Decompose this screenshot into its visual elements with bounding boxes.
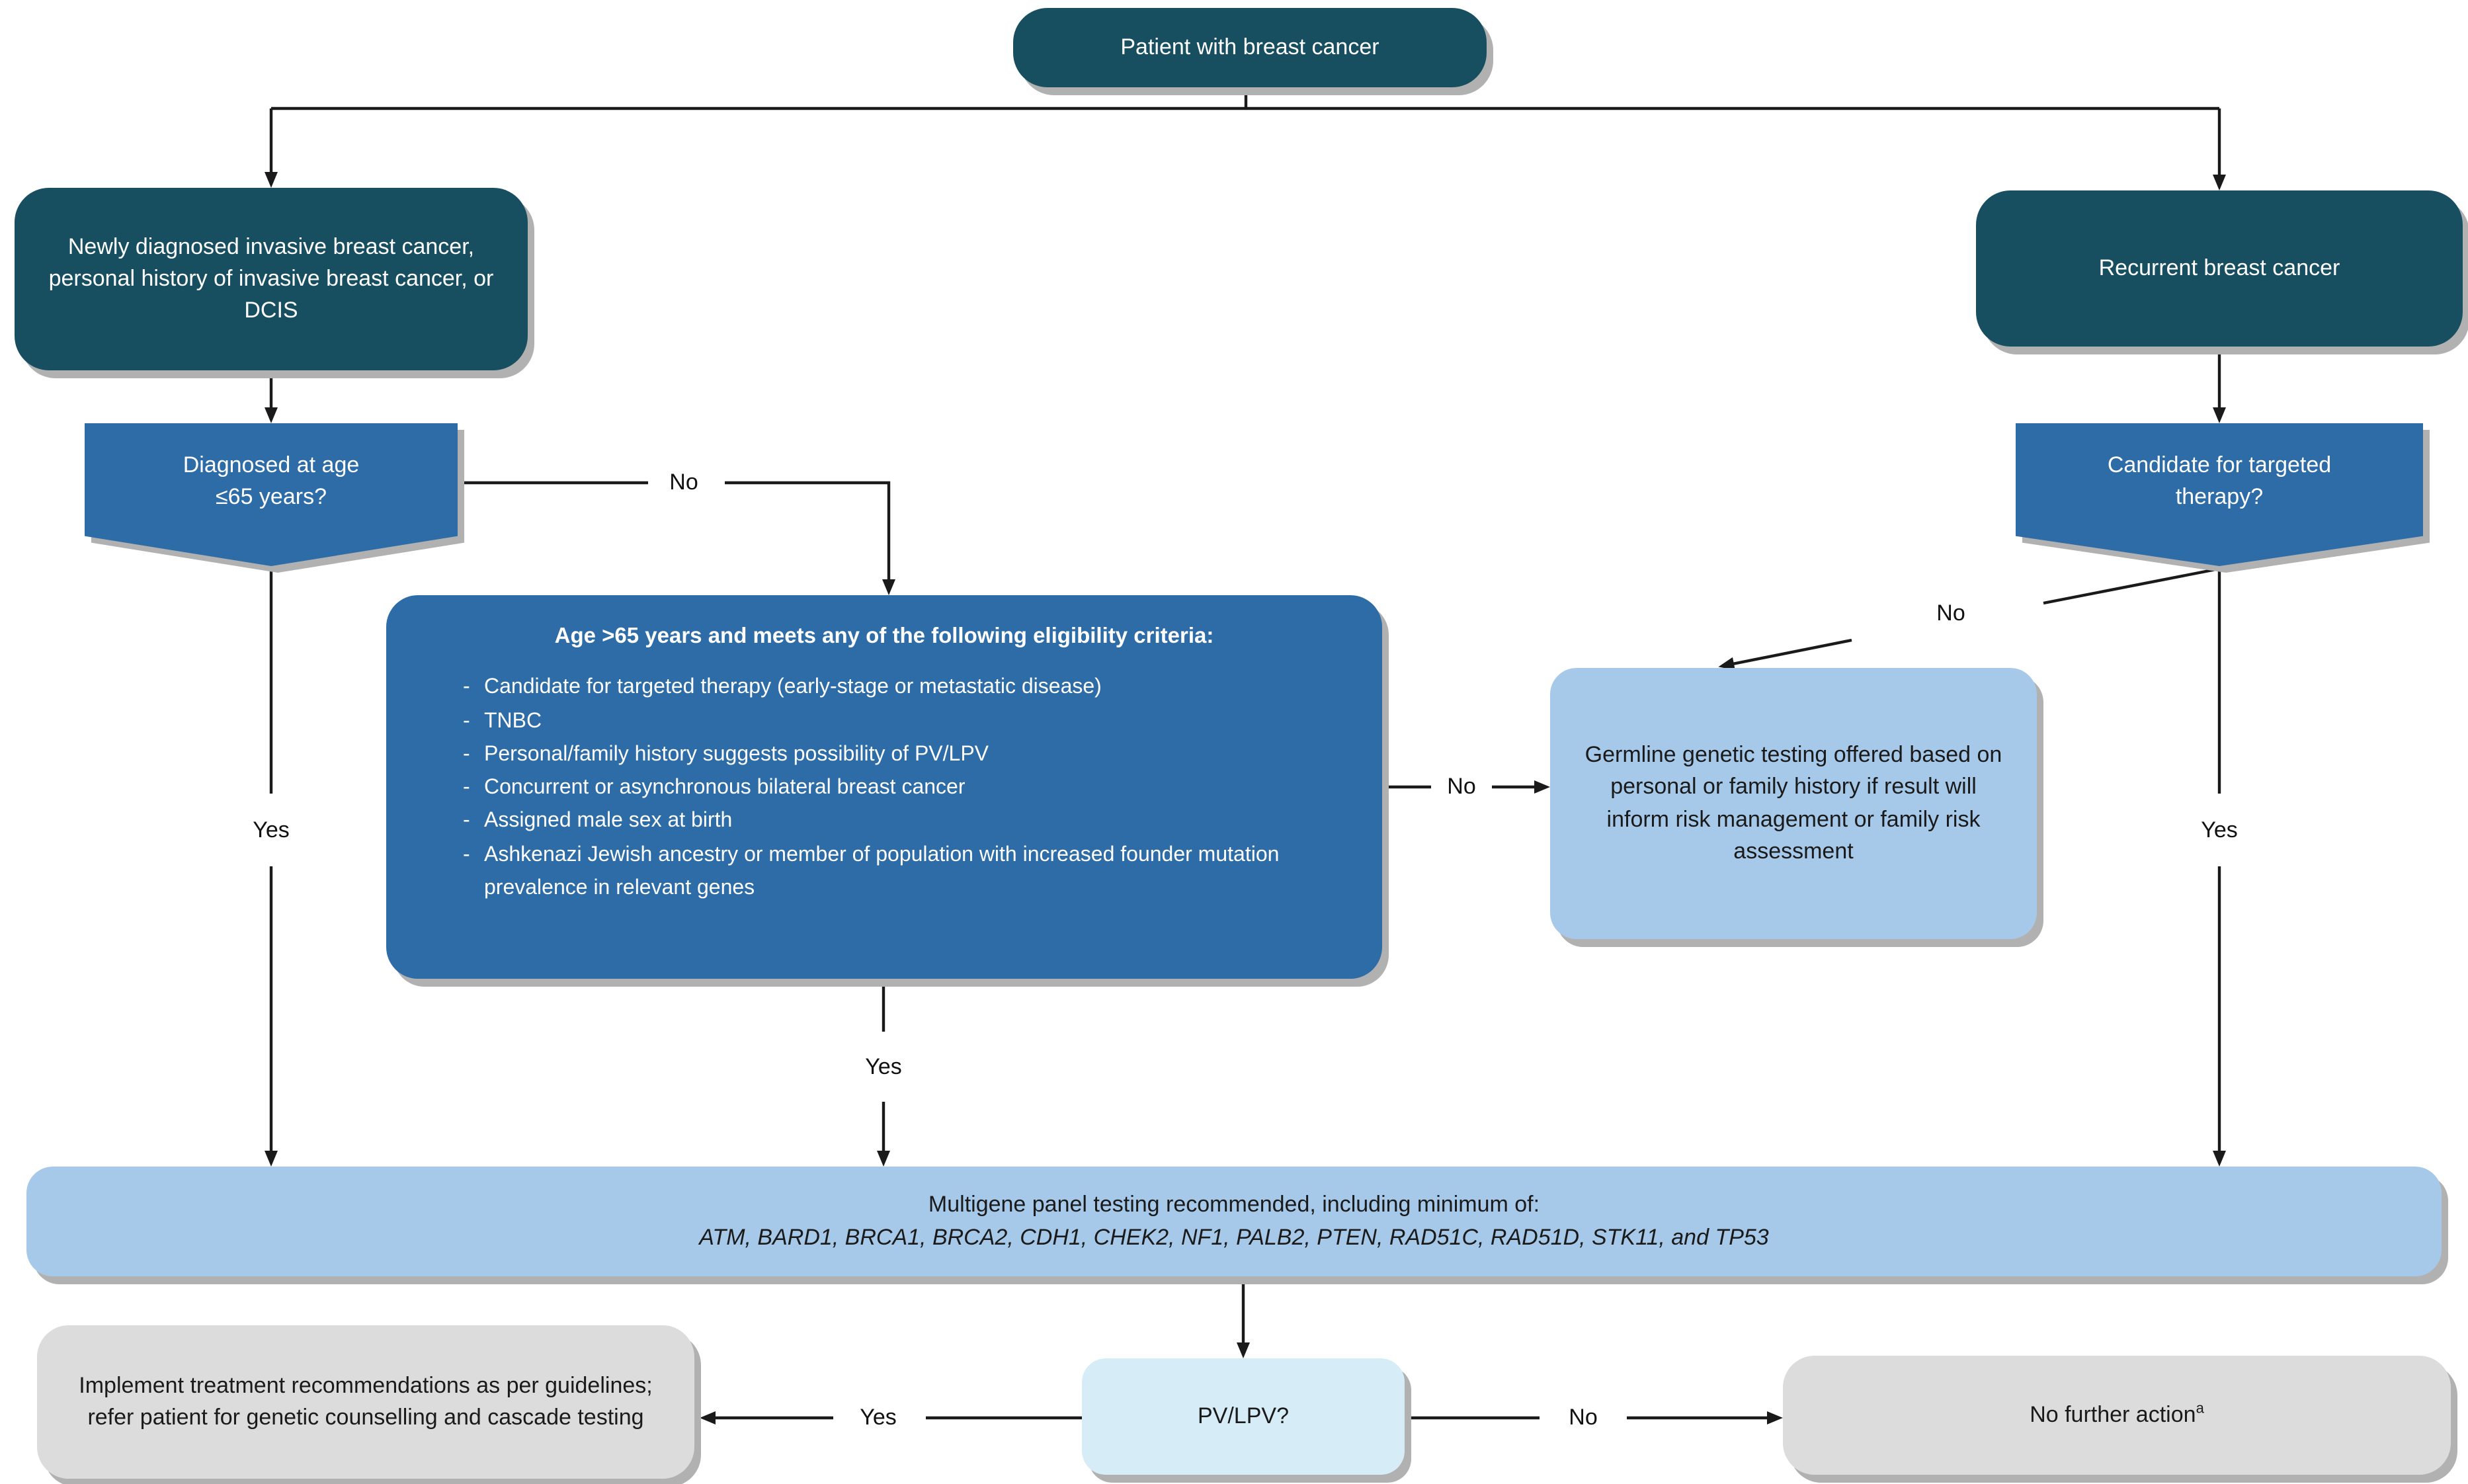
node-implement-treatment: Implement treatment recommendations as p… (37, 1325, 694, 1479)
criteria-item: -Personal/family history suggests possib… (463, 743, 989, 766)
node-label: Germline genetic testing offered based o… (1584, 742, 2002, 864)
node-label-line2: therapy? (2175, 484, 2264, 509)
node-label: PV/LPV? (1198, 1403, 1289, 1428)
node-age-question: Diagnosed at age ≤65 years? (85, 423, 458, 566)
node-label: No further actiona (2030, 1401, 2204, 1427)
criteria-title: Age >65 years and meets any of the follo… (554, 624, 1214, 648)
node-label: Recurrent breast cancer (2098, 255, 2340, 280)
criteria-item: -Ashkenazi Jewish ancestry or member of … (463, 843, 1280, 900)
edge-label-criteria-yes: Yes (861, 1054, 906, 1081)
multigene-line1: Multigene panel testing recommended, inc… (928, 1192, 1540, 1217)
edge-label-age-yes: Yes (249, 817, 294, 844)
node-patient-with-breast-cancer: Patient with breast cancer (1013, 8, 1487, 87)
edge-label-pv-no: No (1565, 1405, 1602, 1431)
multigene-gene-list: ATM, BARD1, BRCA1, BRCA2, CDH1, CHEK2, N… (699, 1224, 1769, 1249)
node-label: Newly diagnosed invasive breast cancer, … (48, 233, 494, 323)
edge-label-criteria-no: No (1443, 774, 1480, 800)
node-label-line1: Diagnosed at age (183, 452, 360, 477)
node-germline-testing-offered: Germline genetic testing offered based o… (1550, 668, 2037, 939)
node-pv-lpv-question: PV/LPV? (1082, 1358, 1405, 1475)
node-newly-diagnosed: Newly diagnosed invasive breast cancer, … (15, 188, 528, 370)
criteria-item: -Concurrent or asynchronous bilateral br… (463, 776, 966, 800)
node-label-line1: Candidate for targeted (2107, 452, 2332, 477)
node-eligibility-criteria: Age >65 years and meets any of the follo… (386, 595, 1382, 979)
node-recurrent-breast-cancer: Recurrent breast cancer (1976, 190, 2463, 347)
edge-label-targeted-no: No (1932, 600, 1969, 627)
node-label: Patient with breast cancer (1120, 34, 1379, 60)
node-multigene-panel-testing: Multigene panel testing recommended, inc… (26, 1167, 2442, 1276)
footnote-marker: a (2196, 1401, 2204, 1417)
criteria-item: -Candidate for targeted therapy (early-s… (463, 676, 1102, 699)
node-label: Implement treatment recommendations as p… (79, 1372, 653, 1430)
node-no-further-action: No further actiona (1783, 1356, 2451, 1475)
node-targeted-therapy-question: Candidate for targeted therapy? (2016, 423, 2423, 566)
edge-label-pv-yes: Yes (856, 1405, 901, 1431)
edge-label-targeted-yes: Yes (2197, 817, 2242, 844)
criteria-list: -Candidate for targeted therapy (early-s… (463, 671, 1342, 905)
node-label-line2: ≤65 years? (216, 484, 327, 509)
criteria-item: -TNBC (463, 710, 542, 733)
criteria-item: -Assigned male sex at birth (463, 809, 733, 833)
edge-label-age-no: No (665, 470, 702, 496)
